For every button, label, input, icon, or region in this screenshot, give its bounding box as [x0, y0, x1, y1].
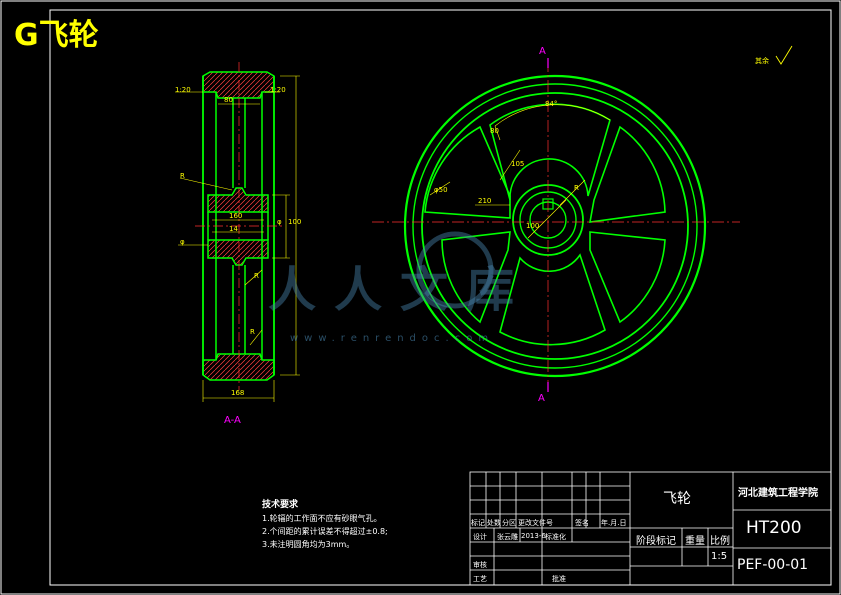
watermark-url: www.renrendoc.com: [290, 333, 495, 344]
dim-side-4: 160: [229, 212, 243, 220]
dim-side-11: 168: [231, 389, 245, 397]
rim-top-section: [202, 71, 275, 99]
dim-front-3: φ50: [434, 186, 448, 194]
tech-requirement-1: 1.轮辐的工作面不应有砂眼气孔。: [262, 514, 382, 523]
rim-inner: [421, 92, 689, 360]
tech-requirement-2: 2.个间距的累计误差不得超过±0.8;: [262, 527, 388, 536]
dim-side-10: R: [250, 328, 255, 336]
opening-upper-right: [589, 125, 666, 223]
watermark-ring: [416, 231, 494, 309]
rim-outer: [403, 74, 707, 378]
review-label: 审核: [473, 561, 487, 569]
hdr-change-doc: 更改文件号: [518, 519, 553, 527]
drawing-number: PEF-00-01: [737, 557, 809, 573]
dim-front-6: 100: [526, 222, 540, 230]
dim-side-9: R: [254, 272, 259, 280]
part-name: 飞轮: [663, 491, 691, 507]
stage-mark: 阶段标记: [636, 536, 676, 547]
dim-side-7: 100: [288, 218, 302, 226]
dim-front-4: 210: [478, 197, 492, 205]
scale-value: 1:5: [711, 551, 728, 562]
hdr-signature: 签名: [575, 519, 589, 527]
section-label: A-A: [224, 415, 241, 426]
dim-side-1: 1:20: [270, 86, 286, 94]
approve-label: 批准: [552, 575, 566, 583]
dim-side-8: φ: [180, 238, 185, 246]
tech-requirements: 技术要求 1.轮辐的工作面不应有砂眼气孔。 2.个间距的累计误差不得超过±0.8…: [262, 499, 388, 551]
hdr-count: 处数: [487, 519, 501, 527]
opening-top: [489, 103, 611, 201]
tech-requirements-heading: 技术要求: [262, 500, 299, 510]
dim-front-1: 80: [490, 127, 499, 135]
section-mark-top: A: [539, 46, 546, 57]
opening-lower-right: [589, 231, 666, 324]
opening-upper-left: [424, 125, 511, 219]
rim-bottom-section: [202, 353, 275, 381]
hdr-zone: 分区: [502, 519, 516, 527]
watermark-text: 人人文库: [268, 262, 533, 318]
dim-side-2: 80: [224, 96, 233, 104]
dim-front-2: 105: [511, 160, 525, 168]
roughness-symbol: [775, 45, 793, 65]
school-name: 河北建筑工程学院: [738, 488, 818, 499]
scale-label: 比例: [710, 536, 730, 547]
hdr-mark: 标记: [471, 519, 485, 527]
hdr-date: 年.月.日: [601, 519, 627, 527]
roughness-note: 其余: [755, 57, 769, 65]
material: HT200: [746, 518, 802, 538]
inner-frame: [49, 9, 832, 586]
design-date: 2013-6: [521, 532, 546, 540]
tech-requirement-3: 3.未注明圆角均为3mm。: [262, 540, 355, 549]
design-label: 设计: [473, 533, 487, 541]
standardization-label: 标准化: [545, 533, 566, 541]
weight-label: 重量: [685, 536, 705, 547]
front-view: [403, 74, 707, 378]
process-label: 工艺: [473, 575, 487, 583]
section-view: [175, 62, 300, 402]
dim-front-5: R: [574, 184, 579, 192]
opening-lower-left: [441, 231, 511, 324]
opening-bottom: [499, 253, 606, 346]
drawing-title: G飞轮: [14, 18, 99, 53]
dim-front-0: 84°: [545, 100, 558, 108]
rim-mid: [412, 83, 698, 369]
designer: 张云雕: [497, 533, 518, 541]
dim-side-3: R: [180, 172, 185, 180]
hub-bottom-section: [207, 239, 269, 266]
dim-side-0: 1:20: [175, 86, 191, 94]
dim-side-5: 14: [229, 225, 238, 233]
section-mark-bottom: A: [538, 393, 545, 404]
dim-side-6: φ: [277, 218, 282, 226]
hub-top-section: [207, 187, 269, 213]
title-block: [469, 471, 832, 586]
